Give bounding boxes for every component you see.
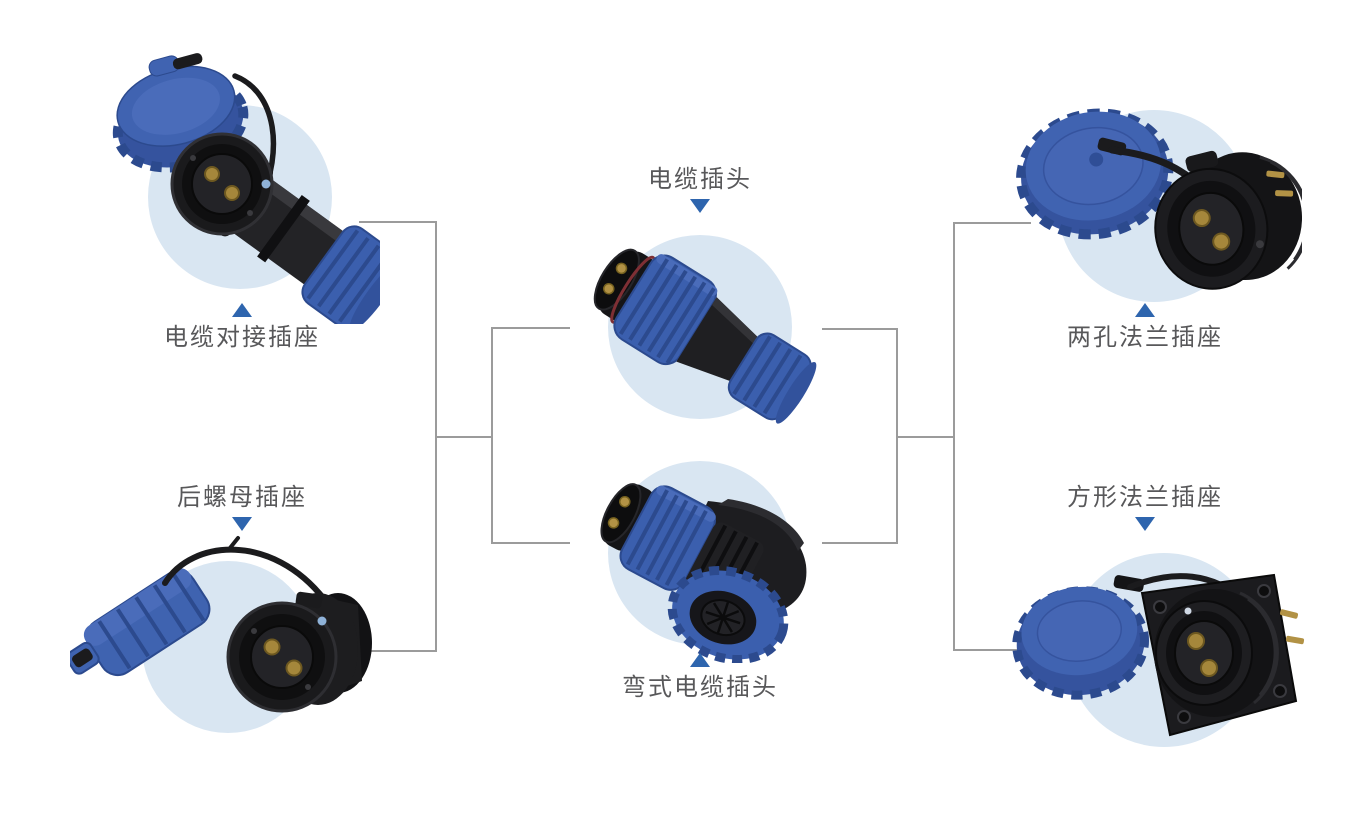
square-flange-socket-image <box>1012 545 1312 770</box>
product-label: 电缆对接插座 <box>164 323 320 351</box>
elbow-cable-plug-image <box>568 443 833 663</box>
label-rear-nut-socket: 后螺母插座 <box>110 483 374 531</box>
label-cable-docking-socket: 电缆对接插座 <box>110 303 374 351</box>
product-label: 后螺母插座 <box>177 483 307 511</box>
product-label: 电缆插头 <box>648 165 752 193</box>
label-square-flange-socket: 方形法兰插座 <box>1013 483 1277 531</box>
cable-plug-image <box>575 222 825 432</box>
arrow-up-icon <box>232 303 252 317</box>
two-hole-flange-socket-image <box>1012 98 1302 318</box>
arrow-down-icon <box>1135 517 1155 531</box>
arrow-up-icon <box>690 653 710 667</box>
label-two-hole-flange-socket: 两孔法兰插座 <box>1013 303 1277 351</box>
connector-line-center-left-bracket <box>491 327 570 544</box>
label-cable-plug: 电缆插头 <box>568 165 832 213</box>
cable-docking-socket-image <box>100 32 380 324</box>
product-label: 两孔法兰插座 <box>1067 323 1223 351</box>
connector-line-center-right-bracket <box>822 328 898 544</box>
rear-nut-socket-image <box>70 535 380 765</box>
label-elbow-cable-plug: 弯式电缆插头 <box>568 653 832 701</box>
product-label: 弯式电缆插头 <box>622 673 778 701</box>
arrow-up-icon <box>1135 303 1155 317</box>
arrow-down-icon <box>232 517 252 531</box>
arrow-down-icon <box>690 199 710 213</box>
product-label: 方形法兰插座 <box>1067 483 1223 511</box>
